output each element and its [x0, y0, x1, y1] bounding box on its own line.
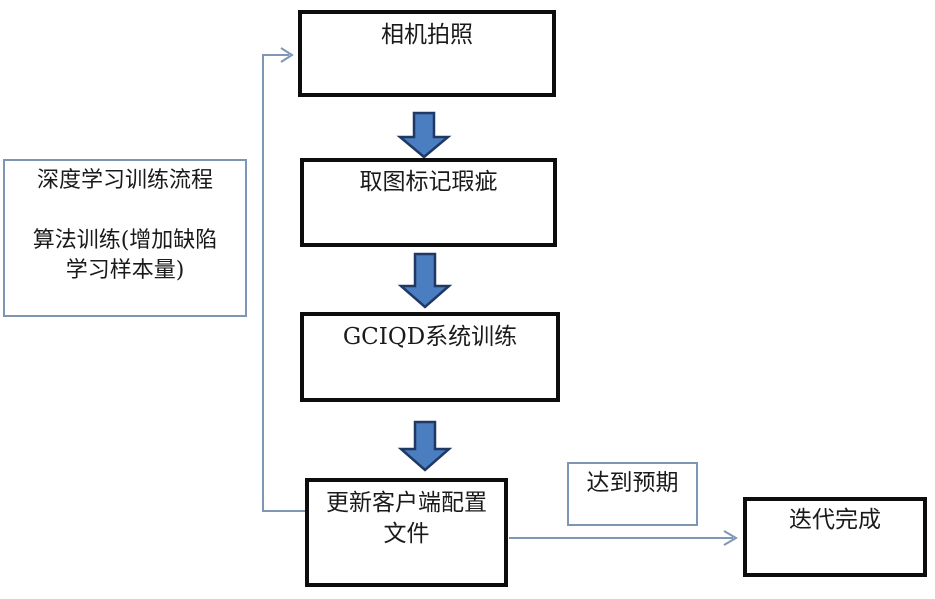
- feedback-connector-arrow: [262, 47, 305, 512]
- node-system-training-label: GCIQD系统训练: [342, 324, 518, 350]
- training-note: 深度学习训练流程 算法训练(增加缺陷 学习样本量): [3, 159, 247, 317]
- node-system-training: GCIQD系统训练: [300, 312, 560, 402]
- node-update-config-label: 更新客户端配置 文件: [326, 490, 487, 547]
- down-block-arrow-2-icon: [397, 252, 453, 309]
- node-iteration-done-label: 迭代完成: [789, 507, 881, 533]
- node-mark-defects-label: 取图标记瑕疵: [359, 169, 498, 195]
- node-camera-label: 相机拍照: [381, 22, 473, 48]
- node-mark-defects: 取图标记瑕疵: [300, 158, 557, 247]
- node-camera: 相机拍照: [298, 10, 556, 97]
- down-block-arrow-3-icon: [397, 420, 453, 472]
- expectation-label: 达到预期: [586, 470, 679, 496]
- down-block-arrow-1-icon: [396, 111, 452, 159]
- node-update-config: 更新客户端配置 文件: [305, 478, 508, 587]
- training-note-label: 深度学习训练流程 算法训练(增加缺陷 学习样本量): [32, 168, 218, 283]
- done-connector-arrow: [509, 530, 738, 546]
- node-iteration-done: 迭代完成: [743, 497, 927, 577]
- expectation-label-box: 达到预期: [567, 462, 698, 526]
